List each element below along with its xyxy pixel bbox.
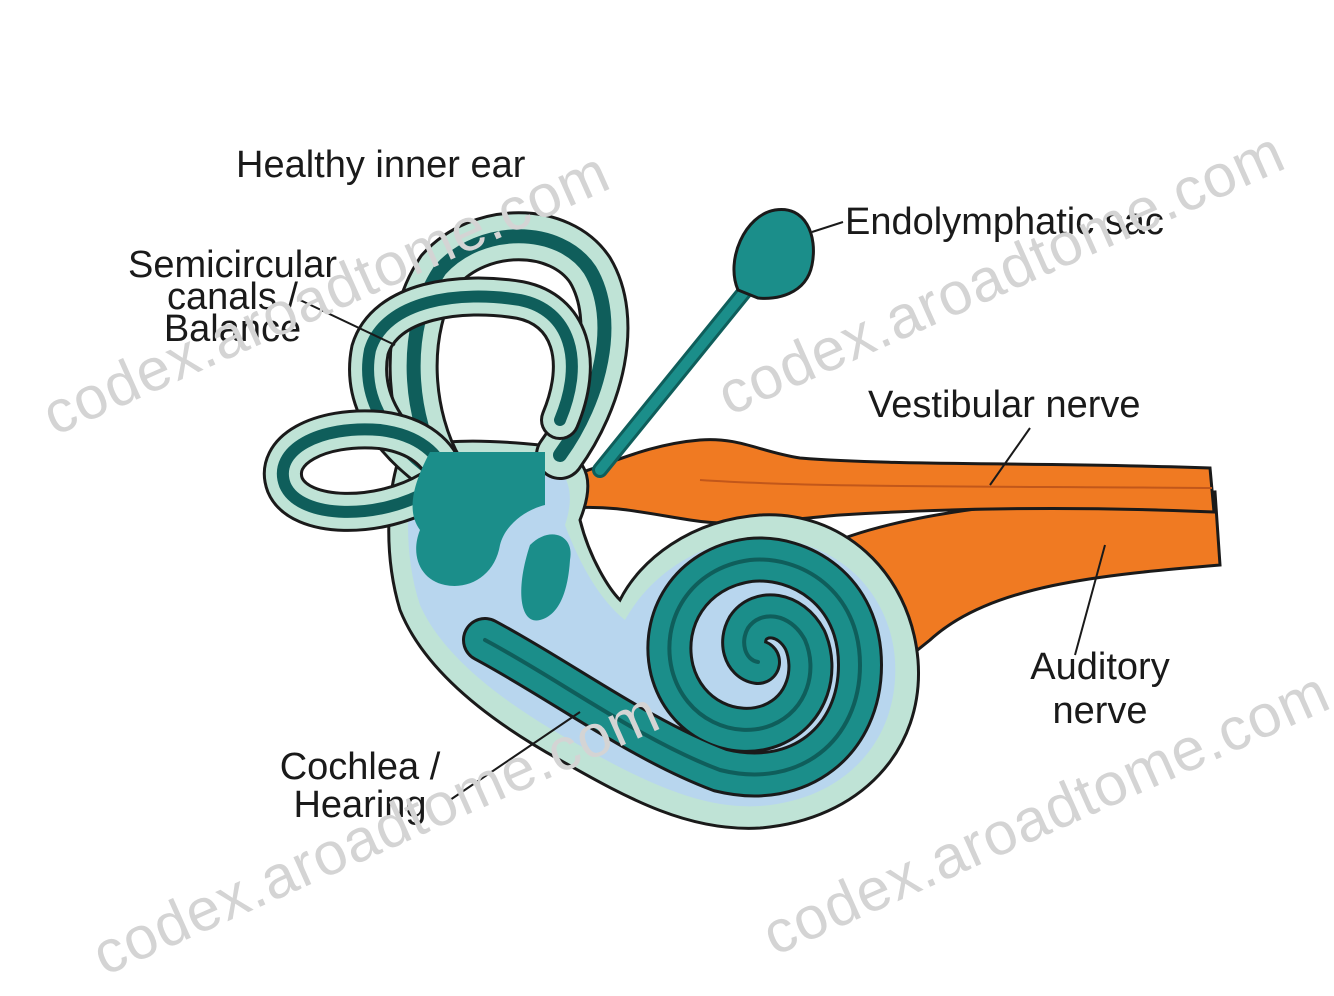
endolymphatic-sac-shape (734, 209, 813, 298)
leader-endolymphatic (812, 222, 843, 232)
diagram-title: Healthy inner ear (236, 148, 525, 182)
label-vestibular-nerve: Vestibular nerve (868, 388, 1141, 422)
label-auditory-1: Auditory (1000, 650, 1200, 684)
